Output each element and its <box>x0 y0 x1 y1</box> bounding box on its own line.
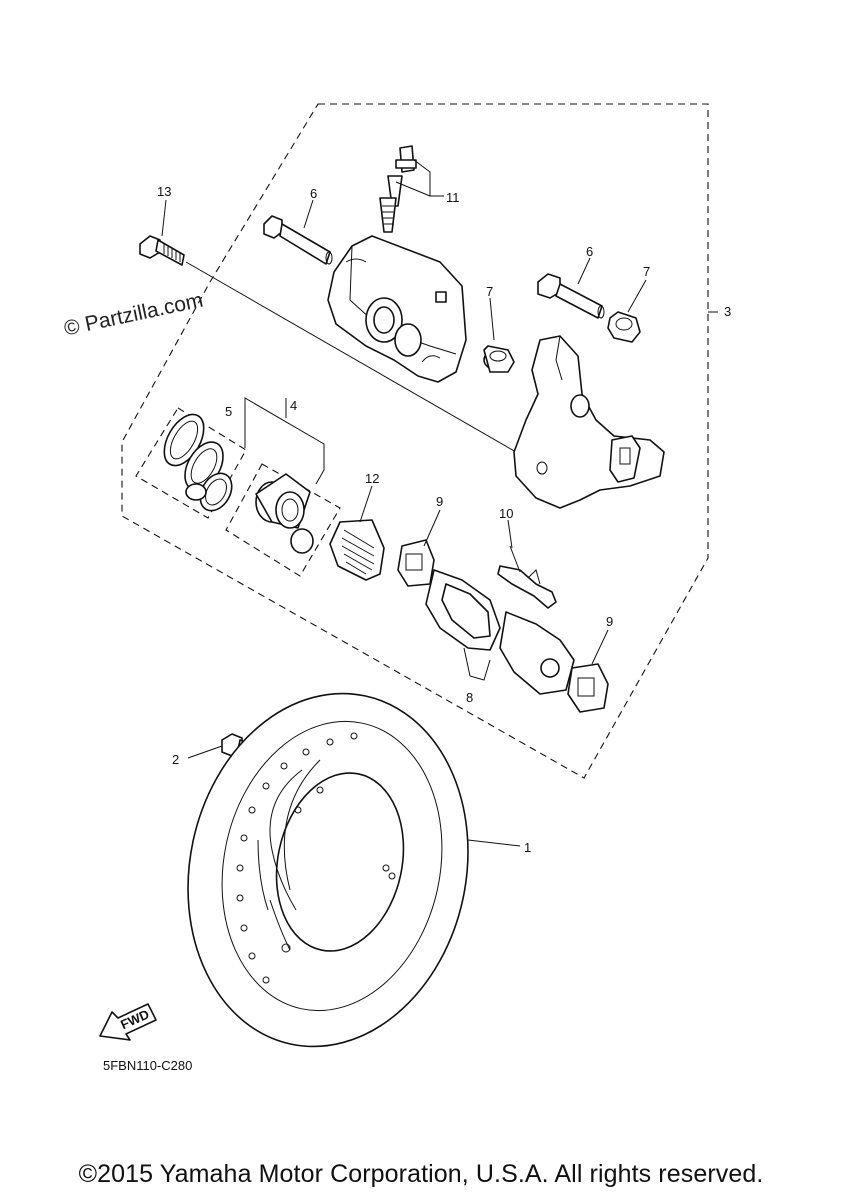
callout-7a: 7 <box>486 284 493 299</box>
callout-numbers: 1 2 3 4 5 6 6 7 7 8 9 9 10 11 12 13 <box>157 184 731 855</box>
part-11-bleeder-screw[interactable] <box>379 145 417 233</box>
caliper-assembly-boundary <box>121 103 709 779</box>
part-10-pad-spring[interactable] <box>497 545 557 609</box>
callout-11: 11 <box>446 190 460 205</box>
callout-4: 4 <box>290 398 297 413</box>
callout-9b: 9 <box>606 614 613 629</box>
part-7-boot-left[interactable] <box>483 345 515 373</box>
callout-13: 13 <box>157 184 171 199</box>
part-13-bolt[interactable] <box>139 235 185 266</box>
part-1-brake-disc[interactable] <box>156 667 500 1073</box>
part-6-slide-pin-right[interactable] <box>537 273 605 319</box>
callout-5: 5 <box>225 404 232 419</box>
callout-2: 2 <box>172 752 179 767</box>
caliper-bracket[interactable] <box>513 335 665 509</box>
part-4-piston-kit[interactable] <box>225 397 341 577</box>
fwd-arrow-icon: FWD <box>99 1003 157 1041</box>
callout-6b: 6 <box>586 244 593 259</box>
callout-10: 10 <box>499 506 513 521</box>
part-12-pad-shim[interactable] <box>329 519 385 581</box>
part-5-seal-kit[interactable] <box>135 407 247 519</box>
callout-1: 1 <box>524 840 531 855</box>
bolt-13-alignment-line <box>185 261 517 453</box>
callout-leaders <box>161 159 718 847</box>
part-6-slide-pin-left[interactable] <box>263 215 333 265</box>
callout-3: 3 <box>724 304 731 319</box>
callout-7b: 7 <box>643 264 650 279</box>
callout-8: 8 <box>466 690 473 705</box>
part-9-pad-support-left[interactable] <box>397 539 435 587</box>
part-8-brake-pad-set[interactable] <box>425 569 575 695</box>
caliper-body[interactable] <box>327 235 467 383</box>
callout-9a: 9 <box>436 494 443 509</box>
copyright-notice: ©2015 Yamaha Motor Corporation, U.S.A. A… <box>78 1160 764 1188</box>
callout-6a: 6 <box>310 186 317 201</box>
part-9-pad-support-right[interactable] <box>567 663 609 713</box>
disc-vent-holes <box>236 732 396 984</box>
callout-12: 12 <box>365 471 379 486</box>
diagram-code: 5FBN110-C280 <box>103 1058 193 1073</box>
part-7-boot-right[interactable] <box>607 311 641 343</box>
